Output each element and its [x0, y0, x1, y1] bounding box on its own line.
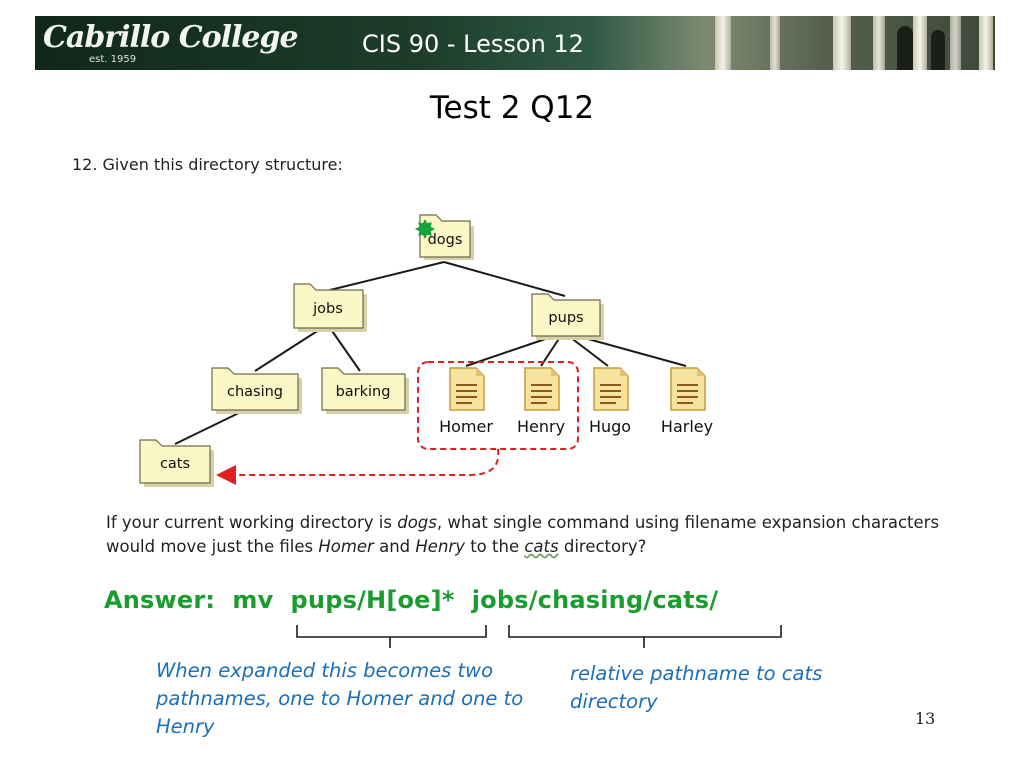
prompt-text: and [373, 537, 416, 556]
pillar-image [715, 16, 731, 70]
person-silhouette [897, 26, 913, 70]
destination-brace [508, 625, 782, 648]
college-logo: Cabrillo College [43, 20, 299, 55]
file-label: Homer [439, 417, 493, 436]
question-prompt: If your current working directory is dog… [106, 511, 966, 559]
prompt-emphasis: Henry [415, 537, 465, 556]
move-arrow [216, 448, 500, 485]
file-henry: Henry [517, 367, 565, 436]
folder-cats: cats [139, 439, 214, 487]
page-number: 13 [915, 709, 936, 728]
folder-dogs: dogs [419, 214, 474, 260]
pillar-image [833, 16, 851, 70]
answer-label: Answer: [104, 586, 216, 614]
file-hugo: Hugo [589, 367, 631, 436]
question-text: 12. Given this directory structure: [72, 155, 343, 174]
glob-brace [296, 625, 487, 648]
folder-label: dogs [428, 232, 463, 248]
header-banner: Cabrillo College est. 1959 CIS 90 - Less… [35, 16, 995, 70]
pillar-image [770, 16, 780, 70]
slide-title: Test 2 Q12 [429, 90, 595, 126]
folder-label: jobs [312, 301, 343, 317]
pillar-image [979, 16, 993, 70]
file-homer: Homer [439, 367, 493, 436]
folder-label: barking [336, 384, 391, 400]
current-directory-marker [415, 219, 435, 239]
pillar-image [950, 16, 961, 70]
prompt-emphasis: cats [524, 537, 559, 556]
folder-pups: pups [531, 293, 604, 340]
folder-label: cats [160, 456, 190, 472]
prompt-emphasis: Homer [318, 537, 374, 556]
file-harley: Harley [661, 367, 713, 436]
selection-highlight [417, 361, 579, 450]
prompt-text: If your current working directory is [106, 513, 398, 532]
folder-label: pups [548, 310, 583, 326]
answer-destination: jobs/chasing/cats/ [471, 586, 719, 614]
answer-command: mv [232, 586, 274, 614]
pillar-image [873, 16, 885, 70]
folder-jobs: jobs [293, 283, 367, 332]
answer-glob: pups/H[oe]* [290, 586, 455, 614]
file-label: Harley [661, 417, 713, 436]
file-label: Henry [517, 417, 565, 436]
prompt-text: directory? [558, 537, 647, 556]
person-silhouette [931, 30, 945, 70]
folder-chasing: chasing [211, 367, 302, 414]
course-title: CIS 90 - Lesson 12 [362, 30, 584, 58]
prompt-emphasis: dogs [397, 513, 437, 532]
glob-explanation: When expanded this becomes two pathnames… [156, 659, 524, 738]
destination-explanation: relative pathname to cats directory [570, 662, 823, 713]
answer-line: Answer: mv pups/H[oe]* jobs/chasing/cats… [104, 586, 718, 614]
prompt-text: to the [464, 537, 525, 556]
prompt-text: , what single command using filename exp… [106, 513, 940, 556]
folder-label: chasing [227, 384, 283, 400]
file-label: Hugo [589, 417, 631, 436]
folder-barking: barking [321, 367, 409, 414]
pillar-image [913, 16, 927, 70]
college-established: est. 1959 [89, 54, 137, 65]
